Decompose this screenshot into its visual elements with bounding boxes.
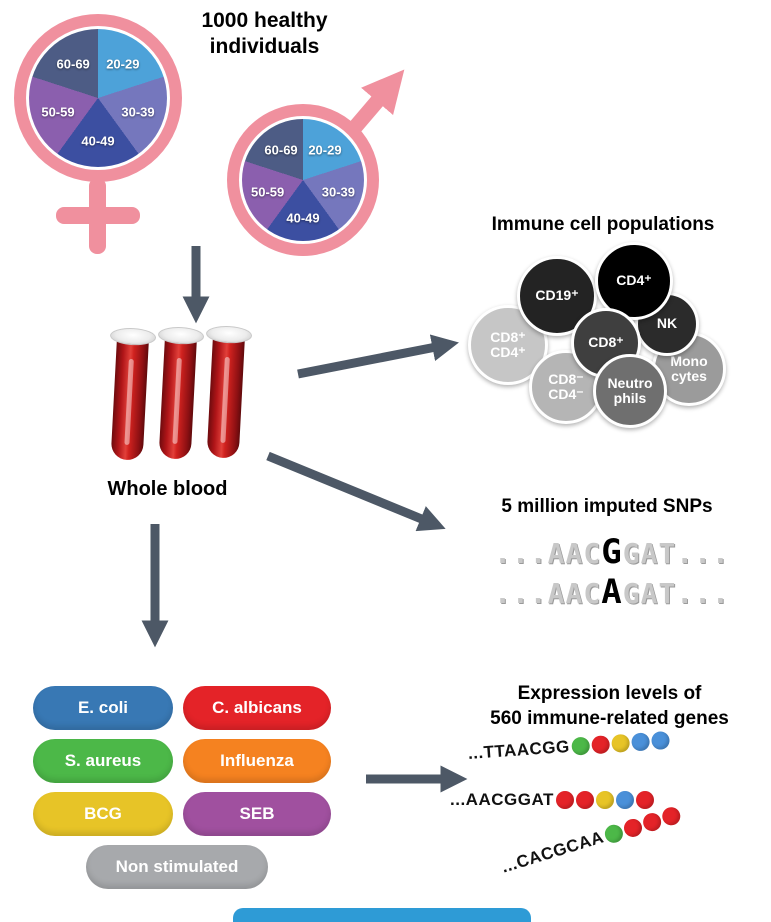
expression-heading: Expression levels of 560 immune-related … — [490, 683, 729, 729]
sequence-read: ...CACGCAA — [499, 804, 683, 878]
arrow-blood-to-snps — [266, 451, 446, 532]
cell-neutrophils: Neutro phils — [593, 354, 667, 428]
pie-label-50-59: 50-59 — [41, 104, 75, 120]
gene-dot — [615, 791, 634, 809]
seq-post: GAT... — [622, 537, 730, 570]
gene-dot — [591, 735, 611, 755]
blood-tube-body — [206, 334, 246, 459]
female-symbol-circle: 20-29 30-39 40-49 50-59 60-69 — [14, 14, 182, 182]
stimulus-influenza: Influenza — [183, 739, 331, 783]
snp-sequence-1: ...AACGGAT... — [452, 532, 771, 572]
tube-shine — [172, 357, 182, 445]
stimulus-bcg: BCG — [33, 792, 173, 836]
gene-dot — [621, 816, 645, 840]
cropped-blue-bar — [233, 908, 531, 922]
gene-dot — [575, 791, 594, 809]
gene-dot — [640, 810, 664, 834]
female-age-pie: 20-29 30-39 40-49 50-59 60-69 — [29, 29, 167, 167]
immune-populations-heading: Immune cell populations — [491, 214, 715, 235]
pie-label-60-69: 60-69 — [264, 142, 298, 157]
seq-post: GAT... — [622, 577, 730, 610]
gene-dot — [571, 736, 591, 756]
read-sequence-text: ...CACGCAA — [499, 827, 607, 877]
blood-tube-body — [110, 336, 150, 461]
blood-tube — [200, 324, 253, 461]
tube-shine — [124, 358, 134, 446]
pie-label-60-69: 60-69 — [56, 56, 90, 71]
pie-label-50-59: 50-59 — [250, 184, 285, 200]
seq-pre: ...AAC — [494, 577, 602, 610]
read-sequence-text: ...TTAACGG — [467, 736, 571, 763]
read-sequence-text: ...AACGGAT — [450, 790, 554, 809]
male-age-pie: 20-29 30-39 40-49 50-59 60-69 — [242, 119, 364, 241]
pie-label-30-39: 30-39 — [321, 184, 355, 200]
figure-title: 1000 healthy individuals — [201, 9, 328, 59]
whole-blood-label: Whole blood — [107, 478, 228, 500]
pie-label-40-49: 40-49 — [286, 210, 320, 226]
gene-dot — [660, 804, 683, 828]
stimulus-s-aureus: S. aureus — [33, 739, 173, 783]
stimulus-e-coli: E. coli — [33, 686, 173, 730]
cell-cd4pos: CD4⁺ — [595, 242, 673, 320]
blood-tube-body — [158, 335, 198, 460]
sequence-read: ...TTAACGG — [467, 730, 671, 764]
snps-heading: 5 million imputed SNPs — [501, 496, 713, 517]
blood-tube — [152, 325, 205, 462]
gene-dot — [630, 732, 651, 752]
gene-dot — [602, 822, 626, 846]
arrow-blood-to-cells — [297, 334, 459, 379]
female-symbol-crossbar — [56, 207, 140, 224]
snp-sequence-2: ...AACAGAT... — [452, 572, 771, 612]
pie-label-20-29: 20-29 — [308, 142, 342, 157]
gene-dot — [610, 733, 631, 753]
tube-shine — [220, 356, 230, 444]
stimulus-c-albicans: C. albicans — [183, 686, 331, 730]
gene-dot — [650, 730, 671, 751]
pie-label-20-29: 20-29 — [106, 56, 140, 71]
seq-variant-allele: G — [601, 532, 623, 572]
gene-dot — [555, 791, 574, 809]
pie-label-40-49: 40-49 — [81, 133, 115, 149]
gene-dot — [595, 791, 614, 809]
stimulus-seb: SEB — [183, 792, 331, 836]
male-symbol-circle: 20-29 30-39 40-49 50-59 60-69 — [227, 104, 379, 256]
gene-dot — [635, 791, 654, 809]
blood-tube — [104, 326, 157, 463]
seq-variant-allele: A — [601, 572, 623, 612]
seq-pre: ...AAC — [494, 537, 602, 570]
pie-label-30-39: 30-39 — [121, 104, 155, 120]
stimulus-non-stimulated: Non stimulated — [86, 845, 268, 889]
sequence-read: ...AACGGAT — [450, 790, 654, 810]
